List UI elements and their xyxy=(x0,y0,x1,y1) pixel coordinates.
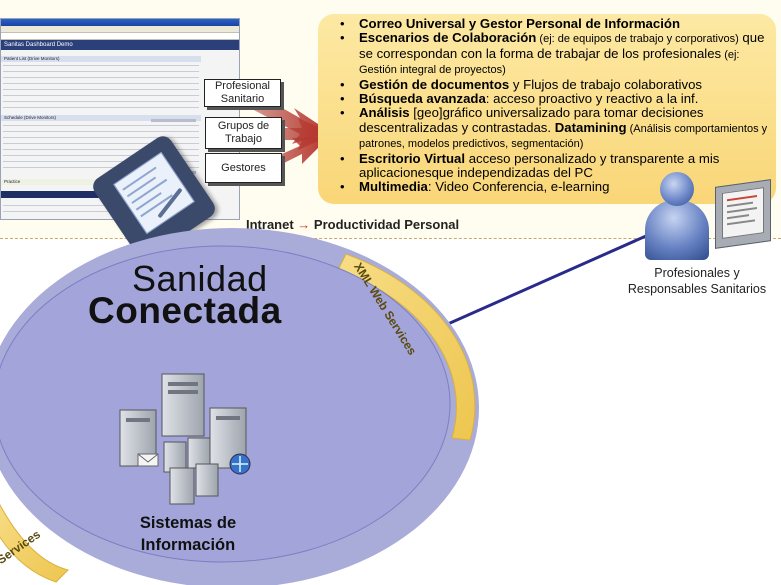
dashboard-title: Sanitas Dashboard Demo xyxy=(1,40,239,50)
feature-item: Correo Universal y Gestor Personal de In… xyxy=(338,16,768,32)
table-row xyxy=(3,155,199,156)
role-grupos-de-trabajo: Grupos de Trabajo xyxy=(205,117,282,149)
panel-header xyxy=(151,119,196,122)
table-row xyxy=(3,131,199,132)
dashboard-section-practice: Practice xyxy=(1,179,141,185)
table-row xyxy=(3,101,199,102)
dashboard-footerbar xyxy=(1,191,121,198)
table-row xyxy=(3,125,199,126)
table-row xyxy=(3,137,199,138)
table-row xyxy=(3,107,199,108)
user-icon xyxy=(660,172,694,206)
dashboard-section-schedule: Schedule (Drive Monitors) xyxy=(1,115,201,121)
user-icon-body xyxy=(645,200,709,260)
table-row xyxy=(3,143,199,144)
window-addressbar xyxy=(1,33,239,40)
systems-label: Sistemas de Información xyxy=(139,514,237,554)
table-row xyxy=(3,167,199,168)
feature-item: Análisis [geo]gráfico universalizado par… xyxy=(338,106,768,151)
table-row xyxy=(3,71,199,72)
section-divider xyxy=(0,238,781,239)
servers-icon xyxy=(119,373,251,505)
table-row xyxy=(3,161,199,162)
features-list: Correo Universal y Gestor Personal de In… xyxy=(338,16,768,196)
title-sanidad: Sanidad xyxy=(132,258,268,299)
table-row xyxy=(3,211,199,212)
window-titlebar xyxy=(1,19,239,26)
feature-item: Escenarios de Colaboración (ej: de equip… xyxy=(338,31,768,77)
table-row xyxy=(3,205,199,206)
table-row xyxy=(3,77,199,78)
window-menubar xyxy=(1,26,239,33)
feature-item: Gestión de documentos y Flujos de trabaj… xyxy=(338,77,768,93)
users-label: Profesionales y Responsables Sanitarios xyxy=(627,266,767,296)
feature-item: Escritorio Virtual acceso personalizado … xyxy=(338,151,768,181)
role-profesional-sanitario: Profesional Sanitario xyxy=(204,79,281,107)
table-row xyxy=(3,89,199,90)
intranet-caption: Intranet → Productividad Personal xyxy=(246,217,460,232)
feature-item: Multimedia: Video Conferencia, e-learnin… xyxy=(338,180,768,196)
arrow-right-icon: → xyxy=(297,217,311,232)
dashboard-section-patients: Patient List (Drive Monitors) xyxy=(1,56,201,62)
table-row xyxy=(3,83,199,84)
title-conectada: Conectada xyxy=(88,290,282,331)
table-row xyxy=(3,65,199,66)
table-row xyxy=(3,149,199,150)
table-row xyxy=(3,95,199,96)
feature-item: Búsqueda avanzada: acceso proactivo y re… xyxy=(338,91,768,107)
role-gestores: Gestores xyxy=(205,153,282,183)
